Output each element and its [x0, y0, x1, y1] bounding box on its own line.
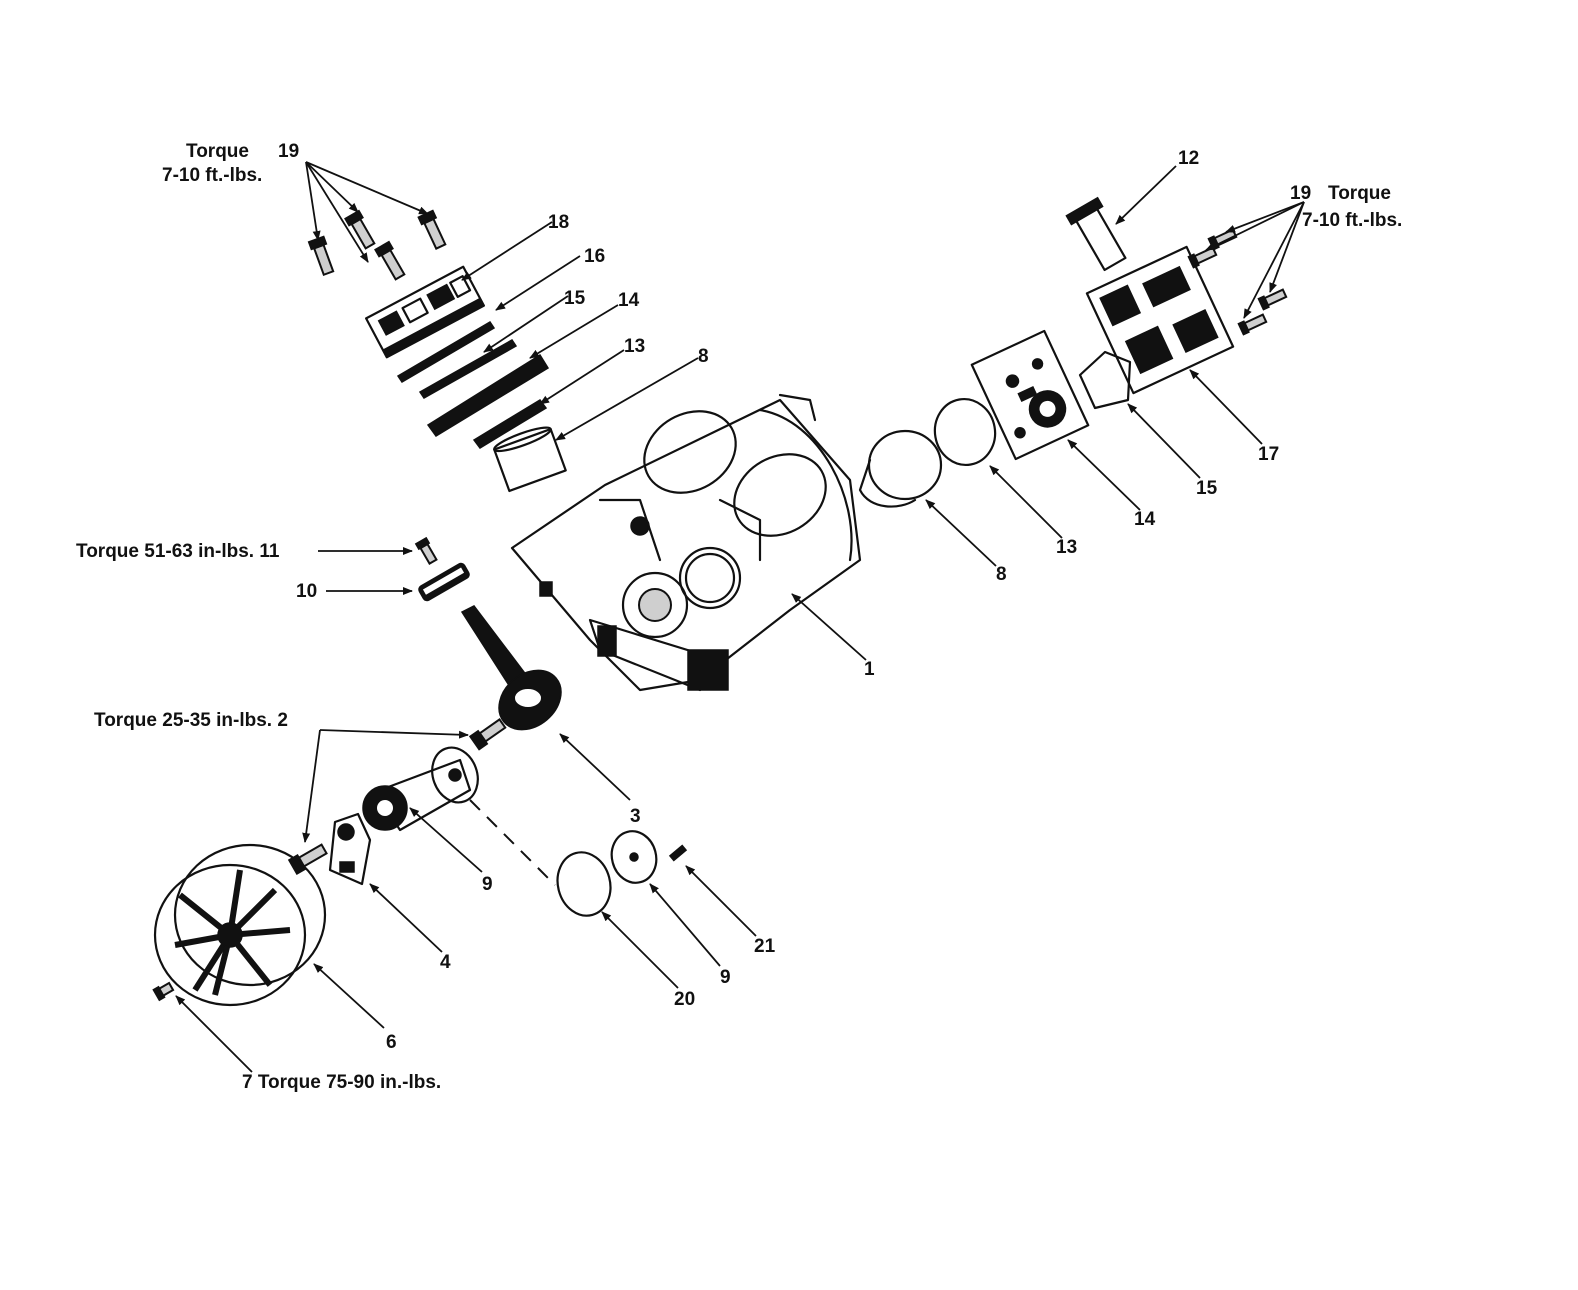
label-19-right-torque: Torque [1328, 183, 1391, 204]
o-ring-20 [556, 851, 612, 917]
label-10: 10 [296, 581, 317, 602]
bolts-19-left [307, 209, 447, 281]
label-15-right: 15 [1196, 478, 1218, 499]
label-19-left-number: 19 [278, 141, 299, 162]
bolts-19-right [1187, 228, 1288, 336]
label-2-torque: Torque 25-35 in-lbs. 2 [94, 710, 288, 731]
screw-11 [414, 536, 438, 566]
label-8-right: 8 [996, 564, 1007, 585]
gasket-13-right [933, 397, 997, 467]
bolt-2-upper [468, 718, 507, 751]
label-12: 12 [1178, 148, 1199, 169]
disc-9 [610, 830, 658, 884]
cylinder-head-18 [365, 265, 485, 359]
pin-21 [668, 844, 688, 862]
bolt-2-lower [287, 843, 328, 875]
gasket-15-right [1078, 350, 1132, 410]
label-6: 6 [386, 1032, 397, 1053]
sleeve-8-right [858, 429, 943, 508]
connecting-rod-3 [460, 605, 562, 731]
gasket-13 [472, 399, 548, 449]
cap-10 [418, 562, 470, 602]
counterweight-4 [328, 812, 372, 886]
label-19-left-spec: 7-10 ft.-lbs. [162, 165, 262, 186]
label-14-right: 14 [1134, 509, 1156, 530]
label-21: 21 [754, 936, 776, 957]
alignment-dash-line [469, 799, 556, 886]
label-20: 20 [674, 989, 695, 1010]
label-19-left-torque: Torque [186, 141, 249, 162]
label-7-torque: 7 Torque 75-90 in.-lbs. [242, 1072, 441, 1093]
label-16-left: 16 [584, 246, 605, 267]
label-3: 3 [630, 806, 641, 827]
label-4: 4 [440, 952, 451, 973]
cylinder-sleeve-8 [493, 426, 567, 493]
label-14-left: 14 [618, 290, 640, 311]
label-9-left: 9 [482, 874, 493, 895]
label-13-right: 13 [1056, 537, 1077, 558]
fitting-12 [1065, 196, 1127, 272]
gasket-16 [396, 320, 496, 384]
label-18: 18 [548, 212, 569, 233]
valve-plate-15 [418, 339, 518, 399]
valve-plate-14-right [970, 329, 1090, 461]
label-19-right-spec: 7-10 ft.-lbs. [1302, 210, 1402, 231]
eccentric-9 [362, 746, 479, 832]
screw-7 [152, 981, 175, 1002]
label-9-lower: 9 [720, 967, 731, 988]
label-8-left: 8 [698, 346, 709, 367]
fan-6 [153, 843, 327, 1007]
crankcase-1 [510, 393, 862, 692]
leader-lines [175, 161, 1305, 1073]
cylinder-head-17 [1085, 245, 1235, 395]
label-1: 1 [864, 659, 875, 680]
label-13-left: 13 [624, 336, 645, 357]
label-19-right-number: 19 [1290, 183, 1311, 204]
label-15-left: 15 [564, 288, 586, 309]
label-11-torque: Torque 51-63 in-lbs. 11 [76, 541, 280, 562]
label-17: 17 [1258, 444, 1279, 465]
valve-plate-14 [426, 353, 550, 437]
